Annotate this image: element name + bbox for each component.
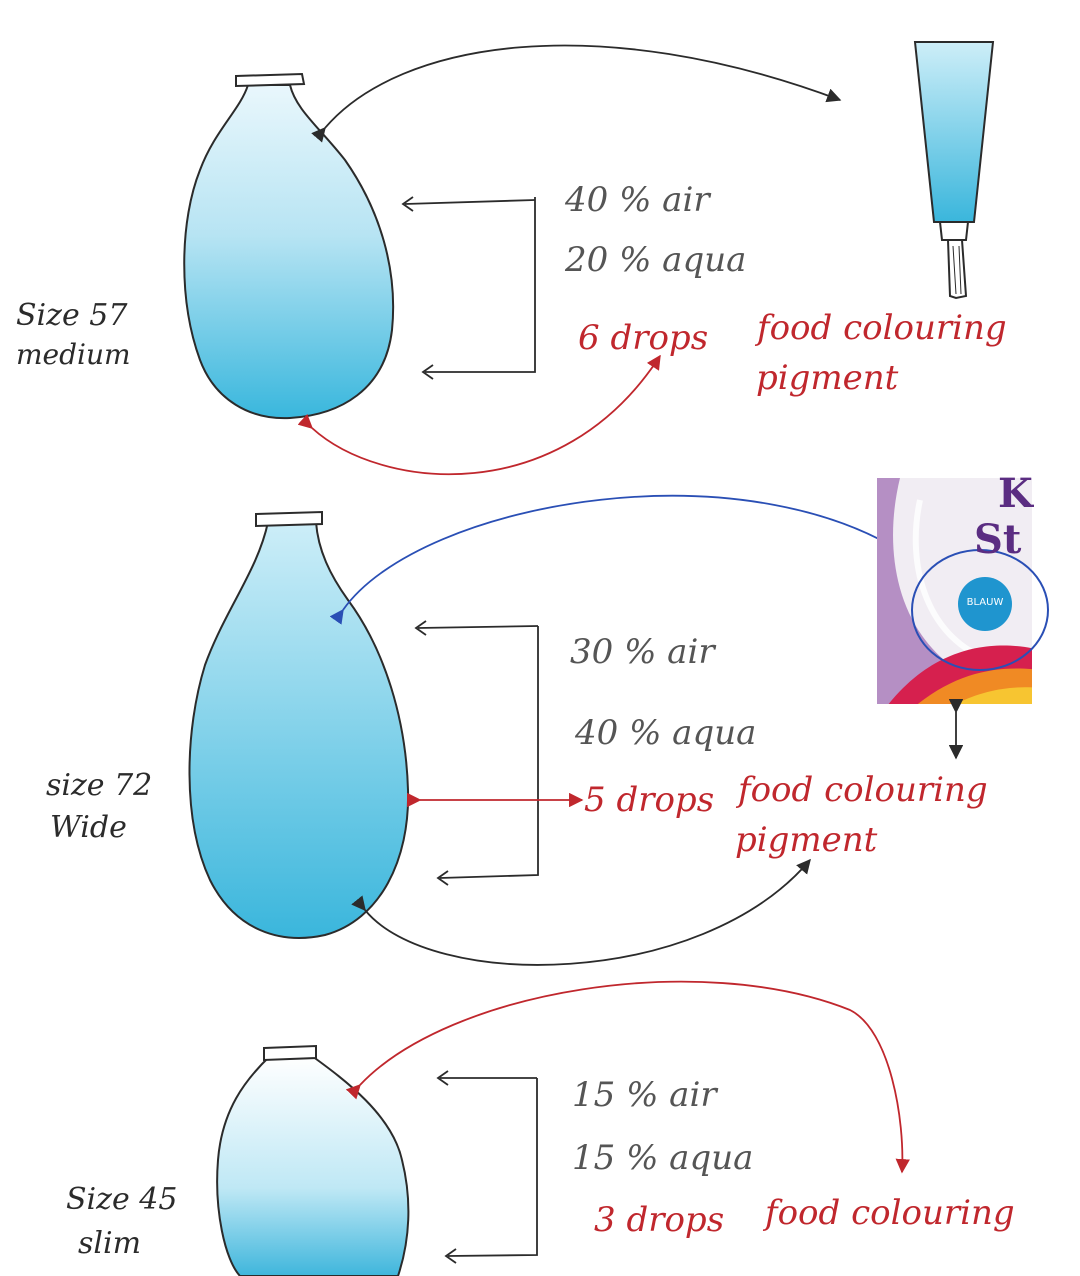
arrow-balloon3-drops xyxy=(345,980,910,1174)
package-title-1: K xyxy=(998,470,1033,517)
arrow-balloon1-drops xyxy=(297,354,661,476)
arrow-balloon2-pigment xyxy=(351,858,811,966)
pigment-label-1: pigment xyxy=(756,358,899,398)
balloon-slim xyxy=(216,1044,410,1276)
shape-label-2: Wide xyxy=(50,810,127,845)
aqua-label-1: 20 % aqua xyxy=(565,240,747,280)
shape-label-3: slim xyxy=(78,1226,142,1261)
bracket-1 xyxy=(401,196,536,380)
bracket-2 xyxy=(414,620,539,886)
air-label-3: 15 % air xyxy=(572,1075,717,1115)
aqua-label-3: 15 % aqua xyxy=(572,1138,754,1178)
shape-label-1: medium xyxy=(16,338,131,371)
drops-label-2: 5 drops xyxy=(584,780,715,820)
air-label-1: 40 % air xyxy=(565,180,710,220)
balloon-wide xyxy=(188,510,410,939)
food-colouring-package xyxy=(877,478,1032,704)
package-title-2: St xyxy=(974,520,1022,560)
arrow-balloon2-package xyxy=(329,494,927,625)
size-label-3: Size 45 xyxy=(66,1182,178,1217)
drops-label-1: 6 drops xyxy=(578,318,709,358)
size-label-2: size 72 xyxy=(46,768,153,803)
colouring-label-2: food colouring xyxy=(738,770,988,810)
package-badge: BLAUW xyxy=(966,597,1004,608)
arrow-balloon1-tube xyxy=(311,44,842,143)
colouring-label-3: food colouring xyxy=(765,1193,1015,1233)
paint-tube xyxy=(913,41,995,300)
aqua-label-2: 40 % aqua xyxy=(575,713,757,753)
drops-label-3: 3 drops xyxy=(594,1200,725,1240)
colouring-label-1: food colouring xyxy=(757,308,1007,348)
air-label-2: 30 % air xyxy=(570,632,715,672)
size-label-1: Size 57 xyxy=(16,298,128,333)
package-circle-mark xyxy=(911,549,1049,671)
pigment-label-2: pigment xyxy=(735,820,878,860)
balloon-medium xyxy=(183,72,395,420)
bracket-3 xyxy=(436,1070,538,1264)
